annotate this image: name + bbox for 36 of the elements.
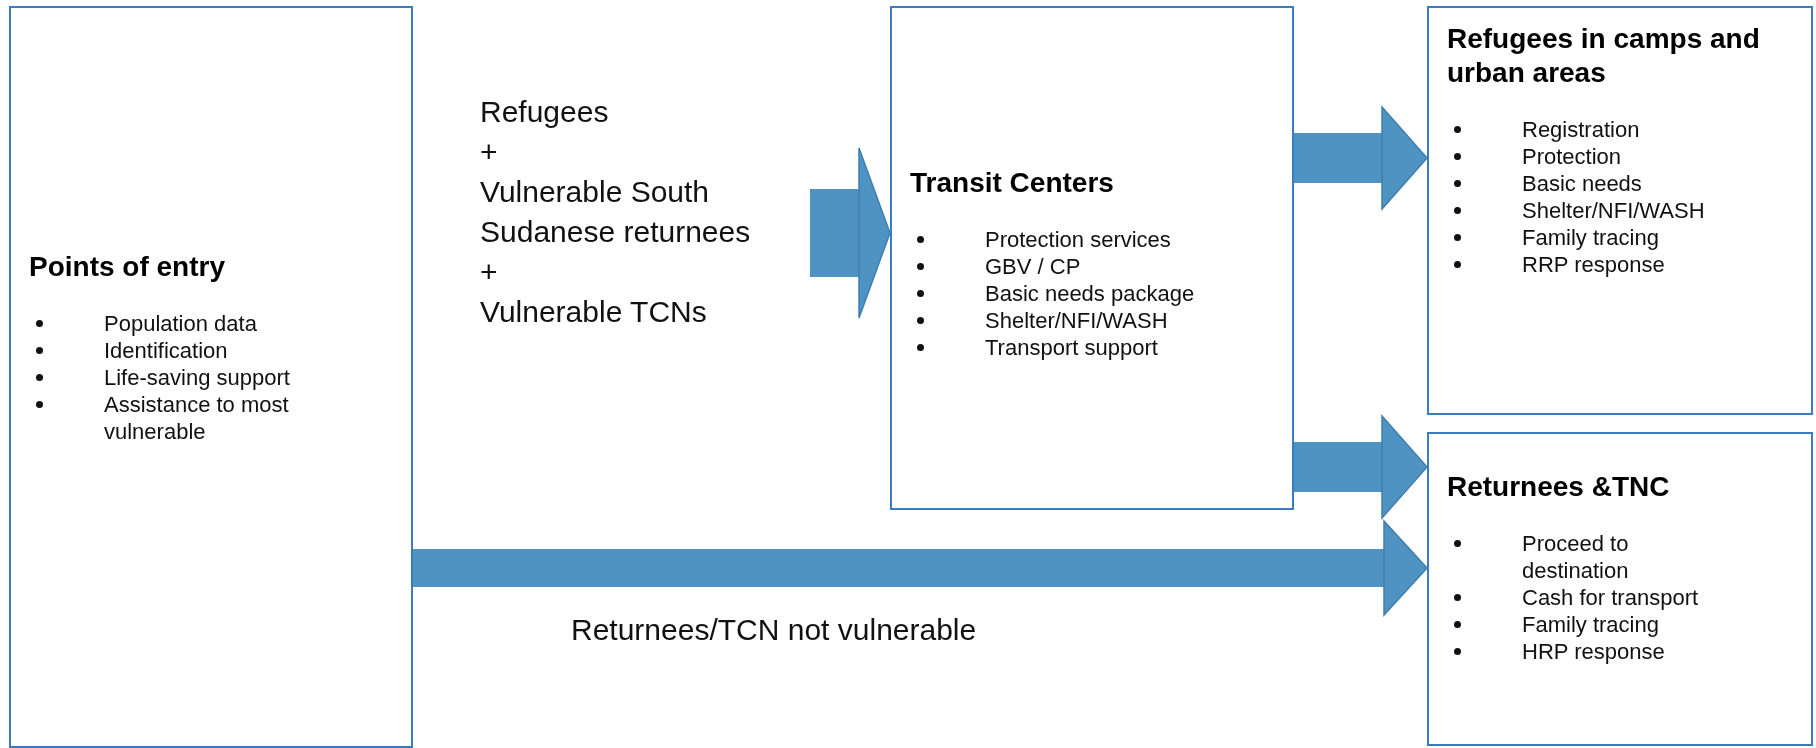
box-heading: Transit Centers xyxy=(910,166,1115,200)
block-arrow xyxy=(810,147,891,319)
box-heading: Points of entry xyxy=(29,250,226,284)
process-box xyxy=(890,6,1294,510)
bullet-text: GBV / CP xyxy=(985,254,1081,279)
bullet-text: Cash for transport xyxy=(1522,585,1699,610)
box-heading: Returnees &TNC xyxy=(1447,470,1671,504)
bullet-text: Basic needs package xyxy=(985,281,1195,306)
flow-text: + xyxy=(480,254,499,290)
bullet-text: Assistance to most vulnerable xyxy=(104,392,289,444)
block-arrow xyxy=(1294,415,1428,519)
bullet-text: Protection services xyxy=(985,227,1171,252)
bullet-text: HRP response xyxy=(1522,639,1665,664)
bullet-text: Protection xyxy=(1522,144,1622,169)
flow-text: Refugees xyxy=(480,94,610,130)
process-box xyxy=(1427,6,1813,415)
process-box xyxy=(1427,432,1813,746)
bullet-text: Life-saving support xyxy=(104,365,290,390)
bullet-text: Family tracing xyxy=(1522,225,1659,250)
block-arrow xyxy=(1294,106,1428,210)
bullet-text: Proceed to destination xyxy=(1522,531,1629,583)
bullet-text: Basic needs xyxy=(1522,171,1642,196)
bullet-text: Registration xyxy=(1522,117,1640,142)
box-heading: Refugees in camps and urban areas xyxy=(1447,22,1761,90)
bullet-text: Identification xyxy=(104,338,228,363)
flow-text: Vulnerable South Sudanese returnees xyxy=(480,174,752,250)
flow-text: Vulnerable TCNs xyxy=(480,294,708,330)
bullet-text: RRP response xyxy=(1522,252,1665,277)
bullet-text: Population data xyxy=(104,311,257,336)
block-arrow xyxy=(413,520,1428,616)
bullet-text: Shelter/NFI/WASH xyxy=(985,308,1168,333)
flow-text: + xyxy=(480,134,499,170)
bullet-text: Family tracing xyxy=(1522,612,1659,637)
bullet-text: Shelter/NFI/WASH xyxy=(1522,198,1705,223)
bullet-text: Transport support xyxy=(985,335,1158,360)
process-box xyxy=(9,6,413,748)
